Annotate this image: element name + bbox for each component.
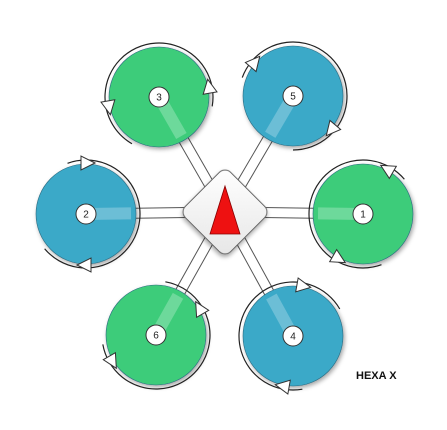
frame-body [182, 169, 268, 255]
rotation-arrow-icon [244, 55, 261, 73]
motor-hub [352, 203, 374, 225]
motor-group: 1 2 3 4 5 6 [35, 41, 414, 395]
motor-4: 4 [238, 277, 344, 395]
rotation-arrow-icon [328, 248, 347, 264]
heading-arrow-icon [209, 184, 241, 235]
motor-hub [282, 85, 304, 107]
motor-3: 3 [100, 42, 218, 148]
motor-hub [282, 325, 304, 347]
rotation-arrow-icon [274, 379, 291, 395]
rotation-arrow-icon [75, 257, 92, 273]
motor-number-label: 5 [290, 92, 296, 103]
motor-hub [148, 86, 170, 108]
rotation-arrow-icon [325, 119, 342, 137]
motor-hub [145, 324, 167, 346]
motor-number-label: 4 [290, 332, 296, 343]
motor-5: 5 [241, 41, 348, 151]
frame-title: HEXA X [356, 370, 397, 382]
rotation-arrow-icon [195, 300, 210, 319]
rotation-arc [102, 281, 211, 390]
motor-6: 6 [102, 281, 211, 390]
motor-2: 2 [35, 155, 141, 273]
rotation-arrow-icon [295, 277, 312, 293]
motor-number-label: 6 [153, 331, 159, 342]
rotation-arc [241, 41, 348, 151]
motor-number-label: 2 [83, 210, 89, 221]
motor-1: 1 [308, 159, 414, 269]
rotation-arrow-icon [102, 351, 117, 370]
rotation-arc [238, 281, 341, 391]
rotation-arrow-icon [100, 99, 116, 116]
rotation-arc [44, 159, 141, 269]
rotation-arrow-icon [80, 155, 97, 171]
motor-number-label: 1 [360, 210, 366, 221]
motor-number-label: 3 [156, 93, 162, 104]
motor-hub [75, 203, 97, 225]
rotation-arrow-icon [379, 164, 398, 180]
rotation-arrow-icon [202, 78, 218, 95]
rotation-arc [104, 42, 214, 145]
rotation-arc [308, 159, 405, 269]
